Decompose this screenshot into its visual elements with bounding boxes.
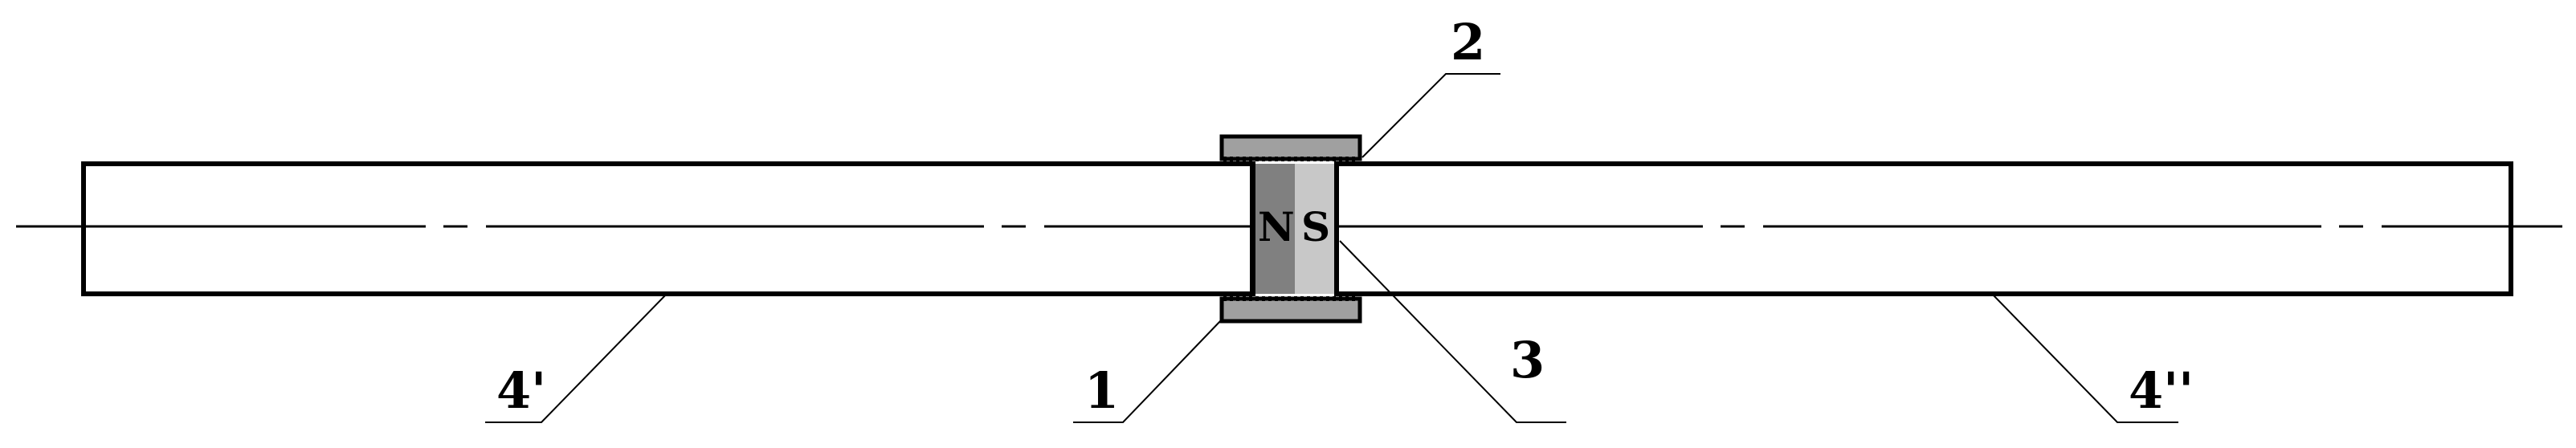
label-left-rod: 4' — [496, 361, 546, 420]
leader-lines — [485, 73, 2178, 423]
magnet-south-label: S — [1301, 203, 1330, 250]
magnet-north-half — [1253, 164, 1295, 294]
left-rod — [81, 161, 1255, 296]
label-magnet: 3 — [1510, 331, 1545, 389]
label-right-rod: 4'' — [2129, 361, 2194, 420]
magnet-south-half — [1295, 164, 1337, 294]
top-sleeve — [1219, 134, 1362, 161]
label-ring: 2 — [1451, 13, 1485, 71]
label-coil: 1 — [1084, 361, 1119, 420]
right-rod — [1334, 161, 2513, 296]
magnet-north-label: N — [1258, 203, 1295, 250]
bottom-sleeve — [1219, 296, 1362, 324]
